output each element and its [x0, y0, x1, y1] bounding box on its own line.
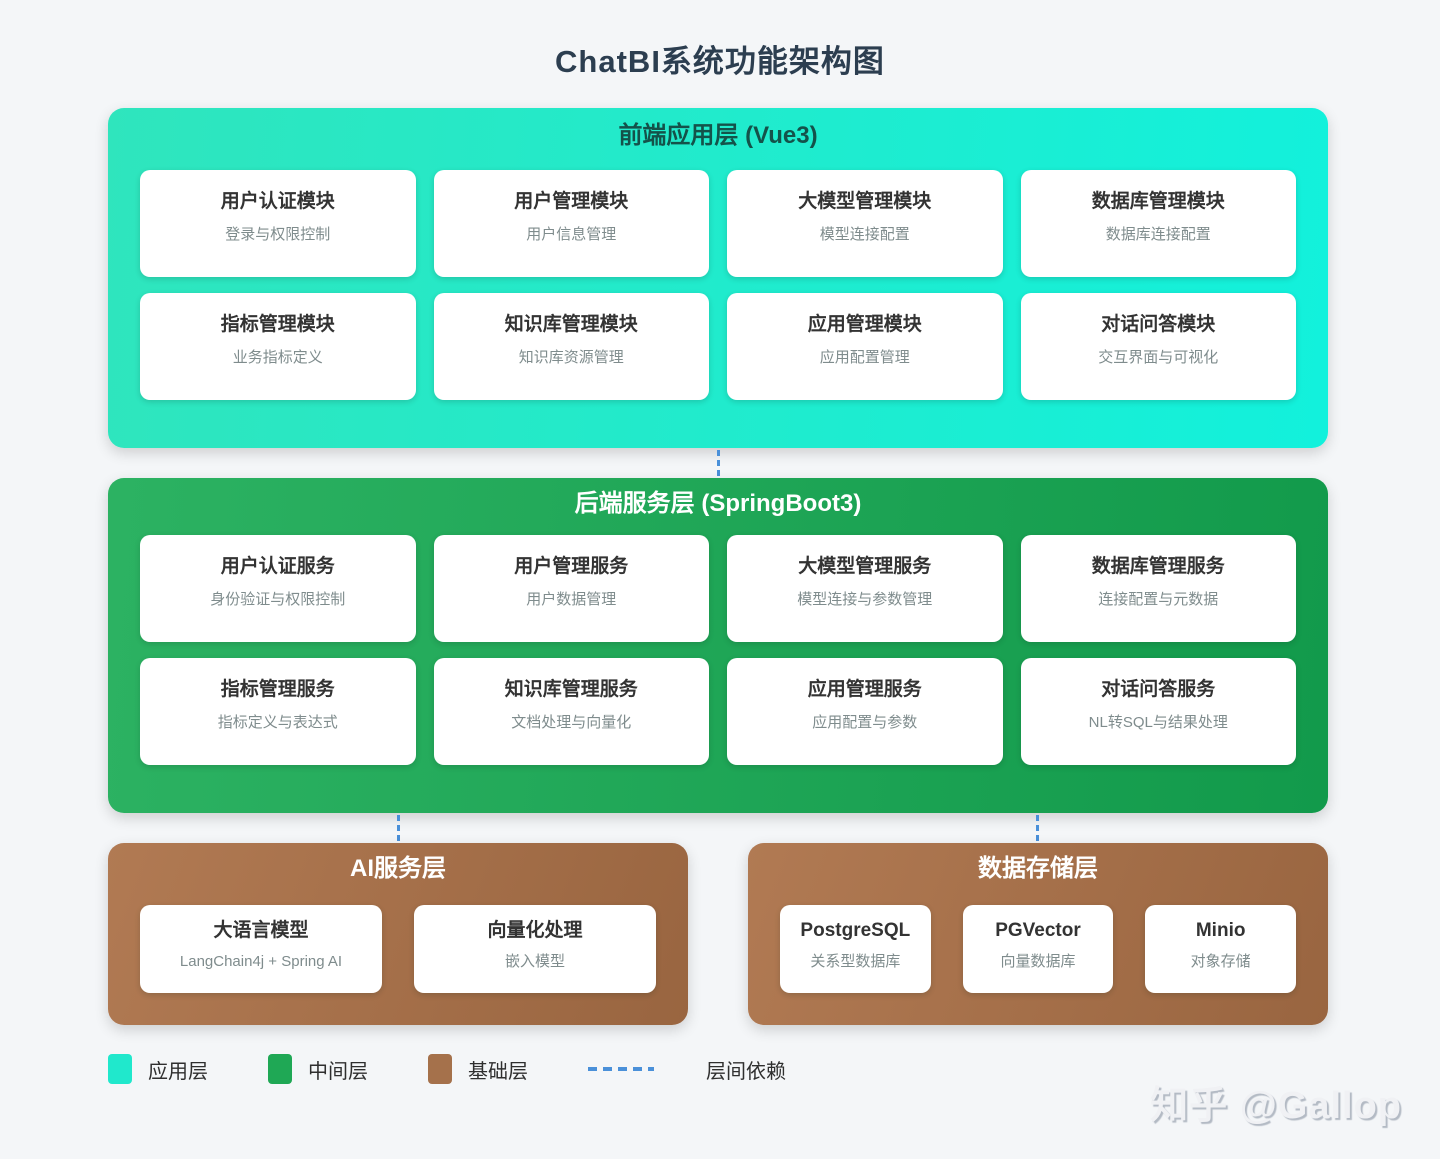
card-title: 用户管理服务: [514, 556, 629, 577]
card-user-auth-service: 用户认证服务 身份验证与权限控制: [140, 535, 416, 642]
layer-backend-title: 后端服务层 (SpringBoot3): [574, 490, 862, 517]
card-title: 数据库管理服务: [1091, 556, 1225, 577]
legend-item-app-layer: 应用层: [108, 1054, 208, 1084]
card-user-mgmt-module: 用户管理模块 用户信息管理: [433, 170, 709, 277]
card-vectorization: 向量化处理 嵌入模型: [414, 905, 656, 993]
legend-label: 中间层: [308, 1060, 368, 1083]
card-title: 应用管理模块: [807, 314, 922, 335]
card-title: 指标管理服务: [220, 679, 335, 700]
card-subtitle: 指标定义与表达式: [217, 714, 338, 731]
base-layer-swatch-icon: [428, 1054, 452, 1084]
card-db-mgmt-service: 数据库管理服务 连接配置与元数据: [1020, 535, 1296, 642]
card-db-mgmt-module: 数据库管理模块 数据库连接配置: [1020, 170, 1296, 277]
card-llm-mgmt-service: 大模型管理服务 模型连接与参数管理: [727, 535, 1003, 642]
card-title: 用户认证服务: [220, 556, 335, 577]
layer-frontend-title: 前端应用层 (Vue3): [618, 122, 818, 149]
layer-frontend-card-grid: 用户认证模块 登录与权限控制 用户管理模块 用户信息管理 大模型管理模块 模型连…: [108, 150, 1328, 400]
card-subtitle: 应用配置与参数: [812, 714, 918, 731]
card-title: 知识库管理模块: [504, 314, 638, 335]
card-minio: Minio 对象存储: [1145, 905, 1296, 993]
layer-ai-card-grid: 大语言模型 LangChain4j + Spring AI 向量化处理 嵌入模型: [108, 883, 688, 993]
card-title: PGVector: [995, 920, 1081, 941]
card-subtitle: 交互界面与可视化: [1098, 349, 1219, 366]
card-title: 大模型管理模块: [798, 191, 932, 212]
card-subtitle: 登录与权限控制: [225, 226, 331, 243]
card-user-auth-module: 用户认证模块 登录与权限控制: [140, 170, 416, 277]
card-subtitle: 业务指标定义: [232, 349, 323, 366]
card-subtitle: 模型连接配置: [819, 226, 910, 243]
card-app-mgmt-service: 应用管理服务 应用配置与参数: [727, 658, 1003, 765]
card-kb-mgmt-service: 知识库管理服务 文档处理与向量化: [433, 658, 709, 765]
card-title: 应用管理服务: [807, 679, 922, 700]
card-chat-qa-module: 对话问答模块 交互界面与可视化: [1020, 293, 1296, 400]
layer-ai: AI服务层 大语言模型 LangChain4j + Spring AI 向量化处…: [108, 843, 688, 1025]
card-title: PostgreSQL: [800, 920, 911, 941]
card-title: 对话问答服务: [1101, 679, 1216, 700]
layer-backend-card-grid: 用户认证服务 身份验证与权限控制 用户管理服务 用户数据管理 大模型管理服务 模…: [108, 518, 1328, 765]
card-title: 向量化处理: [487, 920, 583, 941]
card-title: Minio: [1195, 920, 1246, 941]
middle-layer-swatch-icon: [268, 1054, 292, 1084]
legend-label: 基础层: [468, 1060, 528, 1083]
card-metric-mgmt-module: 指标管理模块 业务指标定义: [140, 293, 416, 400]
legend-item-base-layer: 基础层: [428, 1054, 528, 1084]
card-subtitle: 用户信息管理: [526, 226, 617, 243]
card-subtitle: 连接配置与元数据: [1098, 591, 1219, 608]
card-subtitle: 关系型数据库: [810, 953, 901, 970]
card-title: 大模型管理服务: [798, 556, 932, 577]
card-subtitle: 数据库连接配置: [1105, 226, 1211, 243]
card-title: 用户管理模块: [514, 191, 629, 212]
card-user-mgmt-service: 用户管理服务 用户数据管理: [433, 535, 709, 642]
card-pgvector: PGVector 向量数据库: [962, 905, 1114, 993]
card-subtitle: LangChain4j + Spring AI: [179, 953, 343, 970]
card-title: 数据库管理模块: [1091, 191, 1225, 212]
watermark: 知乎 @Gallop: [1150, 1085, 1402, 1127]
legend-item-middle-layer: 中间层: [268, 1054, 368, 1084]
layer-frontend: 前端应用层 (Vue3) 用户认证模块 登录与权限控制 用户管理模块 用户信息管…: [108, 108, 1328, 448]
legend-dependency-label: 层间依赖: [706, 1060, 786, 1083]
legend-label: 应用层: [148, 1060, 208, 1083]
card-subtitle: 文档处理与向量化: [511, 714, 632, 731]
connector-frontend-backend: [717, 450, 720, 476]
card-title: 用户认证模块: [220, 191, 335, 212]
page-title: ChatBI系统功能架构图: [555, 44, 885, 79]
card-llm-mgmt-module: 大模型管理模块 模型连接配置: [727, 170, 1003, 277]
card-subtitle: 身份验证与权限控制: [210, 591, 346, 608]
card-subtitle: 对象存储: [1190, 953, 1251, 970]
layer-storage-title: 数据存储层: [978, 855, 1098, 882]
card-chat-qa-service: 对话问答服务 NL转SQL与结果处理: [1020, 658, 1296, 765]
card-app-mgmt-module: 应用管理模块 应用配置管理: [727, 293, 1003, 400]
card-title: 对话问答模块: [1101, 314, 1216, 335]
card-llm: 大语言模型 LangChain4j + Spring AI: [140, 905, 382, 993]
card-subtitle: 应用配置管理: [819, 349, 910, 366]
layer-storage-card-grid: PostgreSQL 关系型数据库 PGVector 向量数据库 Minio 对…: [748, 883, 1328, 993]
layer-backend: 后端服务层 (SpringBoot3) 用户认证服务 身份验证与权限控制 用户管…: [108, 478, 1328, 813]
legend: 应用层 中间层 基础层 层间依赖: [108, 1054, 786, 1084]
card-title: 指标管理模块: [220, 314, 335, 335]
layer-ai-title: AI服务层: [350, 855, 446, 882]
card-title: 大语言模型: [213, 920, 309, 941]
connector-backend-storage: [1036, 815, 1039, 841]
card-subtitle: 用户数据管理: [526, 591, 617, 608]
connector-backend-ai: [397, 815, 400, 841]
layer-storage: 数据存储层 PostgreSQL 关系型数据库 PGVector 向量数据库 M…: [748, 843, 1328, 1025]
card-kb-mgmt-module: 知识库管理模块 知识库资源管理: [433, 293, 709, 400]
card-subtitle: 知识库资源管理: [518, 349, 624, 366]
card-subtitle: 嵌入模型: [504, 953, 565, 970]
app-layer-swatch-icon: [108, 1054, 132, 1084]
card-postgresql: PostgreSQL 关系型数据库: [780, 905, 931, 993]
card-subtitle: 模型连接与参数管理: [797, 591, 933, 608]
card-metric-mgmt-service: 指标管理服务 指标定义与表达式: [140, 658, 416, 765]
card-subtitle: 向量数据库: [1000, 953, 1076, 970]
dashed-line-icon: [588, 1067, 654, 1071]
card-title: 知识库管理服务: [504, 679, 638, 700]
card-subtitle: NL转SQL与结果处理: [1088, 714, 1228, 731]
